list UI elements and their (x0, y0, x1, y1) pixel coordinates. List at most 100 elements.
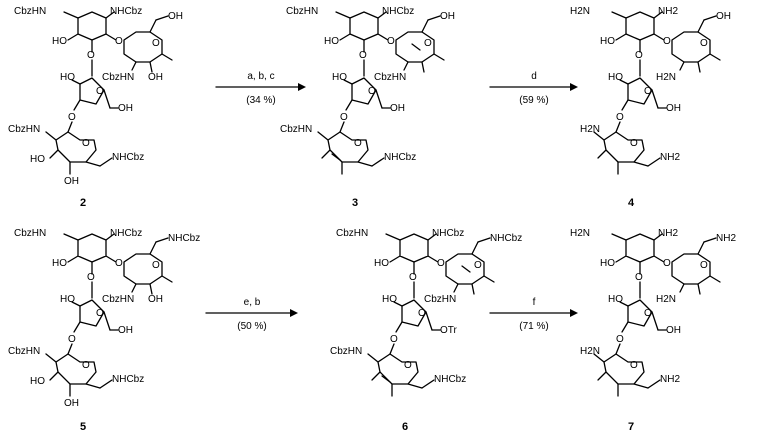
label-ring-o: O (152, 38, 160, 49)
label-cbzhn: CbzHN (8, 124, 40, 135)
label-oh: OH (666, 103, 681, 114)
label-h2n: H2N (580, 124, 600, 135)
label-ho: HO (52, 258, 67, 269)
label-h2n: H2N (580, 346, 600, 357)
label-ho: HO (30, 376, 45, 387)
label-ring-o: O (404, 360, 412, 371)
yield-label: (71 %) (519, 321, 548, 332)
compound-number: 2 (80, 197, 86, 209)
label-cbzhn: CbzHN (280, 124, 312, 135)
label-o: O (68, 334, 76, 345)
label-nh2: NH2 (658, 228, 678, 239)
compound-6: CbzHN NHCbz HO O O NHCbz O CbzHN HO O OT… (330, 228, 522, 433)
label-ring-o: O (644, 308, 652, 319)
label-oh: OH (666, 325, 681, 336)
label-h2n: H2N (570, 228, 590, 239)
label-nhcbz: NHCbz (110, 228, 142, 239)
label-ring-o: O (644, 86, 652, 97)
label-o: O (663, 258, 671, 269)
label-cbzhn: CbzHN (330, 346, 362, 357)
reagents-label: f (533, 297, 536, 308)
label-nh2: NH2 (660, 374, 680, 385)
label-o: O (616, 112, 624, 123)
label-oh: OH (64, 176, 79, 187)
reagents-label: a, b, c (247, 71, 274, 82)
label-ring-o: O (700, 38, 708, 49)
arrowhead (290, 309, 298, 317)
label-ho: HO (60, 72, 75, 83)
yield-label: (50 %) (237, 321, 266, 332)
label-oh: OH (118, 103, 133, 114)
label-o: O (390, 334, 398, 345)
label-nh2: NH2 (660, 152, 680, 163)
label-nhcbz: NHCbz (168, 233, 200, 244)
label-nhcbz: NHCbz (112, 152, 144, 163)
label-h2n: H2N (656, 294, 676, 305)
label-ring-o: O (368, 86, 376, 97)
label-o: O (635, 50, 643, 61)
label-ho: HO (52, 36, 67, 47)
label-ho: HO (324, 36, 339, 47)
label-o: O (340, 112, 348, 123)
label-nhcbz: NHCbz (384, 152, 416, 163)
label-o: O (635, 272, 643, 283)
label-o: O (437, 258, 445, 269)
label-ho: HO (608, 294, 623, 305)
label-oh: OH (148, 294, 163, 305)
label-o: O (87, 50, 95, 61)
compound-number: 3 (352, 197, 358, 209)
label-ring-o: O (152, 260, 160, 271)
label-cbzhn: CbzHN (286, 6, 318, 17)
reaction-arrow-1: a, b, c (34 %) (215, 71, 306, 106)
compound-7: H2N NH2 HO O O NH2 O H2N HO O OH O H2N O… (570, 228, 736, 433)
compound-number: 7 (628, 421, 634, 433)
label-h2n: H2N (570, 6, 590, 17)
label-nh2: NH2 (658, 6, 678, 17)
label-oh: OH (118, 325, 133, 336)
label-nhcbz: NHCbz (112, 374, 144, 385)
label-o: O (409, 272, 417, 283)
label-ring-o: O (96, 308, 104, 319)
compound-number: 6 (402, 421, 408, 433)
label-ring-o: O (700, 260, 708, 271)
yield-label: (59 %) (519, 95, 548, 106)
label-nh2: NH2 (716, 233, 736, 244)
label-ring-o: O (354, 138, 362, 149)
label-oh: OH (148, 72, 163, 83)
label-oh: OH (168, 11, 183, 22)
label-cbzhn: CbzHN (14, 6, 46, 17)
reaction-arrow-4: f (71 %) (489, 297, 578, 332)
label-o: O (663, 36, 671, 47)
compound-4: H2N NH2 HO O O OH O H2N HO O OH O H2N O … (570, 6, 731, 209)
yield-label: (34 %) (246, 95, 275, 106)
label-nhcbz: NHCbz (382, 6, 414, 17)
label-oh: OH (390, 103, 405, 114)
arrowhead (570, 83, 578, 91)
label-cbzhn: CbzHN (424, 294, 456, 305)
label-ho: HO (382, 294, 397, 305)
label-cbzhn: CbzHN (14, 228, 46, 239)
label-ho: HO (374, 258, 389, 269)
label-ho: HO (332, 72, 347, 83)
label-o: O (359, 50, 367, 61)
label-ho: HO (30, 154, 45, 165)
label-otr: OTr (440, 325, 458, 336)
label-oh: OH (440, 11, 455, 22)
label-cbzhn: CbzHN (102, 72, 134, 83)
label-oh: OH (64, 398, 79, 409)
compound-5: CbzHN NHCbz HO O O NHCbz O CbzHN OH HO O… (8, 228, 200, 433)
compound-2: CbzHN NHCbz HO O O OH O CbzHN OH HO O OH… (8, 6, 183, 209)
reaction-arrow-3: e, b (50 %) (205, 297, 298, 332)
label-o: O (87, 272, 95, 283)
reagents-label: e, b (244, 297, 261, 308)
label-ho: HO (60, 294, 75, 305)
label-o: O (115, 36, 123, 47)
reagents-label: d (531, 71, 537, 82)
label-ho: HO (600, 36, 615, 47)
arrowhead (298, 83, 306, 91)
label-ring-o: O (96, 86, 104, 97)
arrowhead (570, 309, 578, 317)
label-ring-o: O (418, 308, 426, 319)
label-ring-o: O (630, 360, 638, 371)
